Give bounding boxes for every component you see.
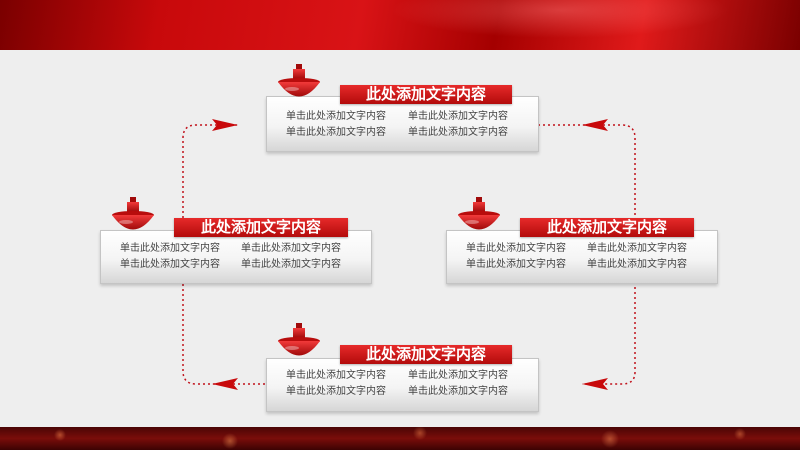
node-title: 此处添加文字内容 — [340, 85, 512, 104]
node-line: 单击此处添加文字内容 — [286, 111, 386, 122]
top-banner — [0, 0, 800, 50]
bottom-banner — [0, 427, 800, 450]
node-line: 单击此处添加文字内容 — [120, 259, 220, 270]
node-line: 单击此处添加文字内容 — [286, 386, 386, 397]
node-line: 单击此处添加文字内容 — [120, 243, 220, 254]
node-line: 单击此处添加文字内容 — [286, 127, 386, 138]
node-panel — [446, 230, 718, 284]
node-line: 单击此处添加文字内容 — [241, 259, 341, 270]
connector-right-to-bottom — [582, 272, 636, 385]
node-line: 单击此处添加文字内容 — [466, 243, 566, 254]
node-line: 单击此处添加文字内容 — [286, 370, 386, 381]
node-line: 单击此处添加文字内容 — [408, 127, 508, 138]
node-panel — [266, 358, 539, 412]
connector-bottom-to-left — [182, 272, 265, 385]
arrow-head-bottom-right — [582, 378, 608, 390]
node-title: 此处添加文字内容 — [174, 218, 348, 237]
red-lantern-bowl-icon — [278, 323, 320, 356]
node-line: 单击此处添加文字内容 — [466, 259, 566, 270]
node-line: 单击此处添加文字内容 — [587, 243, 687, 254]
red-lantern-bowl-icon — [112, 197, 154, 230]
node-line: 单击此处添加文字内容 — [408, 370, 508, 381]
node-title: 此处添加文字内容 — [520, 218, 694, 237]
red-lantern-bowl-icon — [458, 197, 500, 230]
node-line: 单击此处添加文字内容 — [587, 259, 687, 270]
connector-left-to-top — [182, 124, 238, 258]
node-panel — [100, 230, 372, 284]
node-line: 单击此处添加文字内容 — [241, 243, 341, 254]
arrow-head-top-right — [582, 119, 608, 131]
node-line: 单击此处添加文字内容 — [408, 386, 508, 397]
arrow-head-top-left — [212, 119, 238, 131]
arrow-head-bottom-left — [212, 378, 238, 390]
red-lantern-bowl-icon — [278, 64, 320, 97]
node-line: 单击此处添加文字内容 — [408, 111, 508, 122]
node-title: 此处添加文字内容 — [340, 345, 512, 364]
